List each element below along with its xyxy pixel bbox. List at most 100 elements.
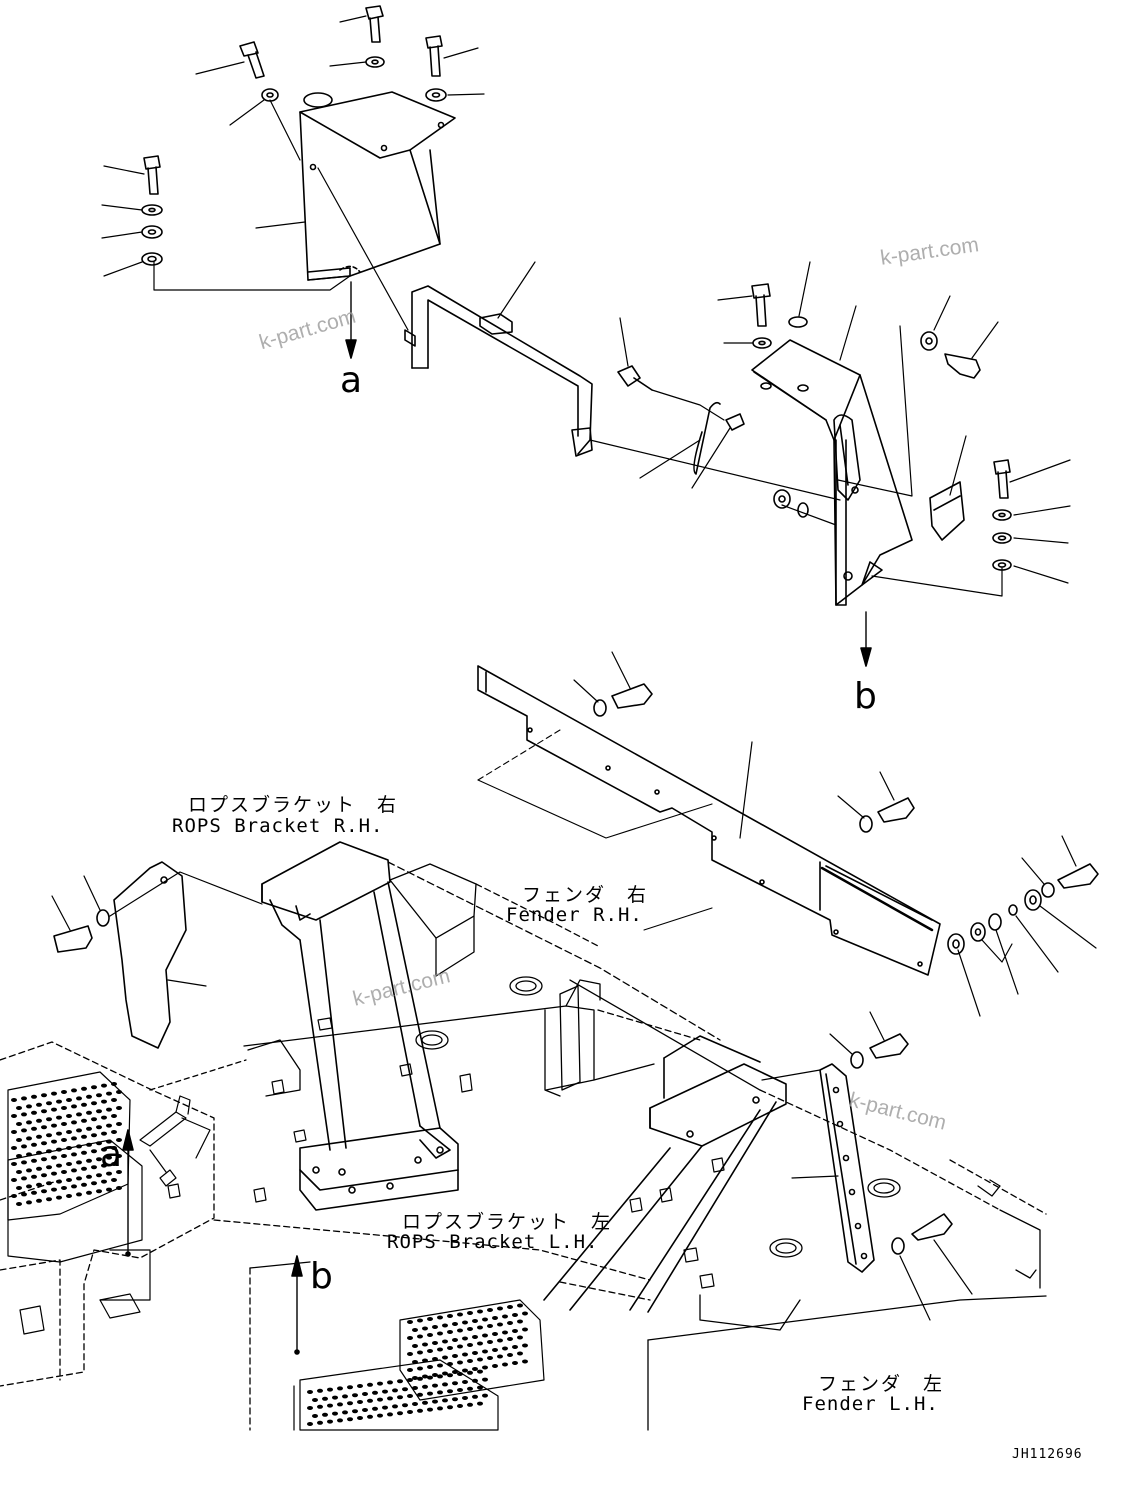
- perforation-hole: [26, 1136, 32, 1141]
- perforation-hole: [427, 1391, 433, 1396]
- perforation-hole: [457, 1328, 463, 1333]
- perforation-hole: [317, 1388, 323, 1393]
- perforation-hole: [347, 1385, 353, 1390]
- perforation-hole: [422, 1384, 428, 1389]
- perforation-hole: [66, 1098, 72, 1102]
- perforation-hole: [367, 1414, 373, 1419]
- perforation-hole: [106, 1139, 112, 1144]
- perforation-hole: [51, 1123, 57, 1128]
- perforation-hole: [61, 1138, 67, 1142]
- perforation-hole: [101, 1147, 107, 1152]
- perforation-hole: [21, 1096, 27, 1101]
- perforation-hole: [41, 1173, 47, 1178]
- perforation-hole: [407, 1368, 413, 1372]
- perforation-hole: [462, 1380, 468, 1384]
- perforation-hole: [61, 1106, 67, 1110]
- rops-rh-tower: [261, 841, 459, 1211]
- perforation-hole: [427, 1375, 433, 1380]
- perforation-hole: [427, 1333, 433, 1337]
- perforation-hole: [51, 1171, 57, 1176]
- perforation-hole: [447, 1330, 453, 1334]
- perforation-hole: [116, 1090, 122, 1094]
- perforation-hole: [51, 1091, 57, 1096]
- perforation-hole: [407, 1378, 413, 1382]
- perforation-hole: [66, 1114, 72, 1118]
- perforation-hole: [442, 1382, 448, 1387]
- perforation-hole: [482, 1317, 488, 1322]
- perforation-hole: [447, 1373, 453, 1378]
- perforation-hole: [11, 1194, 17, 1198]
- perforation-hole: [51, 1155, 57, 1160]
- perforation-hole: [367, 1382, 373, 1387]
- perforation-hole: [322, 1396, 328, 1401]
- perforation-hole: [16, 1170, 22, 1174]
- perforation-hole: [437, 1374, 443, 1379]
- perforation-hole: [51, 1107, 57, 1112]
- ref-letter-a-bottom: a: [100, 1134, 123, 1175]
- drawing-number: JH112696: [1012, 1447, 1083, 1462]
- perforation-hole: [16, 1202, 22, 1206]
- perforation-hole: [56, 1147, 62, 1152]
- perforation-hole: [457, 1360, 463, 1365]
- perforation-hole: [487, 1340, 493, 1344]
- perforation-hole: [477, 1401, 483, 1406]
- perforation-hole: [462, 1320, 468, 1325]
- perforation-hole: [16, 1122, 22, 1126]
- perforation-hole: [106, 1171, 112, 1176]
- perforation-hole: [452, 1322, 458, 1326]
- perforation-hole: [452, 1397, 458, 1402]
- perforation-hole: [101, 1099, 107, 1104]
- perforation-hole: [96, 1173, 102, 1178]
- perforation-hole: [502, 1362, 508, 1367]
- perforation-hole: [91, 1165, 97, 1170]
- perforation-hole: [106, 1091, 112, 1096]
- perforation-hole: [387, 1380, 393, 1385]
- perforation-hole: [46, 1149, 52, 1154]
- perforation-hole: [412, 1386, 418, 1390]
- perforation-hole: [457, 1344, 463, 1349]
- perforation-hole: [462, 1396, 468, 1400]
- perforation-hole: [106, 1155, 112, 1160]
- perforation-hole: [56, 1195, 62, 1200]
- perforation-hole: [111, 1178, 117, 1182]
- perforation-hole: [31, 1142, 37, 1147]
- perforation-hole: [66, 1146, 72, 1150]
- perforation-hole: [382, 1405, 388, 1410]
- rops-bracket-plate: [51, 861, 263, 1049]
- perforation-hole: [507, 1305, 513, 1309]
- perforation-hole: [56, 1099, 62, 1104]
- perforation-hole: [467, 1327, 473, 1331]
- perforation-hole: [46, 1133, 52, 1138]
- perforation-hole: [462, 1352, 468, 1357]
- perforation-hole: [116, 1170, 122, 1174]
- perforation-hole: [21, 1112, 27, 1117]
- perforation-hole: [91, 1133, 97, 1138]
- perforation-hole: [36, 1166, 42, 1171]
- upper-left-bolts: [141, 5, 447, 266]
- perforation-hole: [61, 1186, 67, 1190]
- perforation-hole: [116, 1138, 122, 1142]
- perforation-hole: [91, 1149, 97, 1154]
- perforation-hole: [91, 1101, 97, 1106]
- perforation-hole: [66, 1194, 72, 1198]
- perforation-hole: [397, 1379, 403, 1384]
- perforation-hole: [86, 1174, 92, 1179]
- perforation-hole: [41, 1189, 47, 1194]
- perforation-hole: [51, 1139, 57, 1144]
- perforation-hole: [81, 1102, 87, 1107]
- perforation-hole: [11, 1114, 17, 1118]
- perforation-hole: [427, 1317, 433, 1321]
- ref-letter-b-top: b: [854, 676, 877, 717]
- perforation-hole: [417, 1392, 423, 1397]
- perforation-hole: [61, 1122, 67, 1126]
- perforation-hole: [442, 1398, 448, 1403]
- perforation-hole: [86, 1142, 92, 1147]
- perforation-hole: [81, 1118, 87, 1123]
- perforation-hole: [397, 1395, 403, 1400]
- perforation-hole: [86, 1094, 92, 1099]
- perforation-hole: [91, 1117, 97, 1122]
- fender-lh-label-jp: フェンダ 左: [818, 1373, 945, 1395]
- perforation-hole: [507, 1321, 513, 1325]
- perforation-hole: [11, 1162, 17, 1166]
